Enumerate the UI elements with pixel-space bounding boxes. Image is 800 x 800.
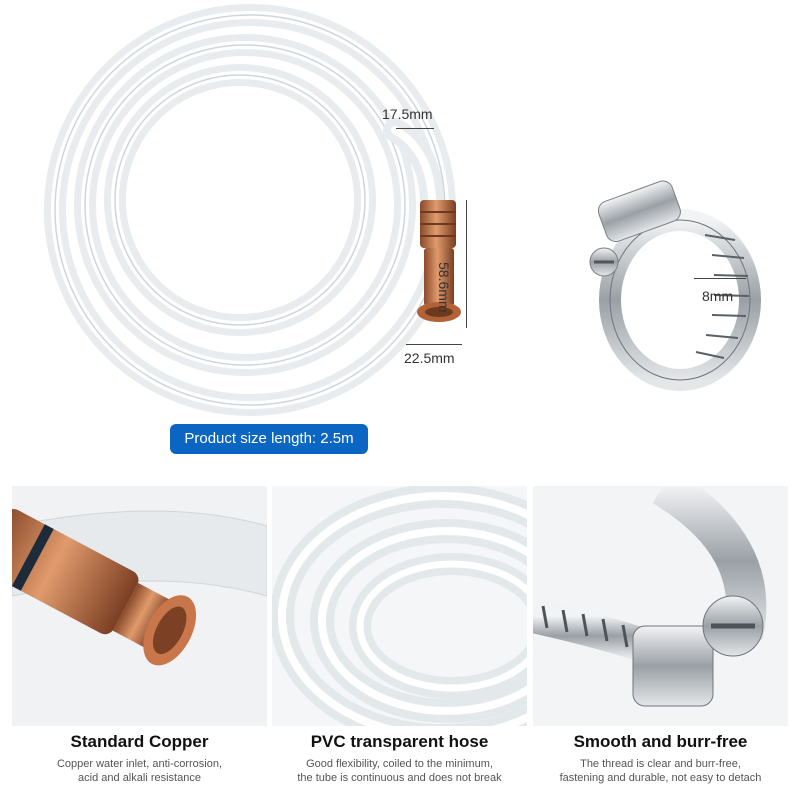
connector-diameter-label: 22.5mm	[404, 350, 455, 366]
clamp-width-line	[694, 278, 746, 279]
feature-title-pvc: PVC transparent hose	[310, 732, 489, 751]
hero-section: 17.5mm 58.6mm 22.5mm 8mm	[44, 4, 761, 416]
copper-closeup-image	[12, 486, 267, 726]
clamp-closeup-image	[533, 486, 788, 726]
tube-diameter-label: 17.5mm	[382, 106, 433, 122]
feature-title-clamp: Smooth and burr-free	[573, 732, 748, 751]
pvc-hose-image	[272, 486, 527, 726]
clamp-width-label: 8mm	[702, 288, 734, 304]
clamp-closeup-panel	[533, 486, 788, 726]
product-illustration	[44, 4, 761, 416]
copper-closeup-panel	[12, 486, 267, 726]
copper-connector	[417, 200, 461, 322]
hose-clamp	[589, 180, 761, 391]
feature-desc-clamp: The thread is clear and burr-free, faste…	[559, 758, 762, 784]
feature-desc-copper: Copper water inlet, anti-corrosion, acid…	[56, 758, 223, 784]
feature-title-copper: Standard Copper	[70, 732, 209, 751]
feature-desc-pvc: Good flexibility, coiled to the minimum,…	[297, 758, 502, 784]
connector-length-label: 58.6mm	[436, 262, 452, 313]
connector-diameter-line	[406, 344, 462, 345]
coiled-hose	[44, 4, 456, 416]
tube-diameter-line	[396, 128, 434, 129]
product-size-badge: Product size length: 2.5m	[170, 424, 368, 454]
pvc-hose-panel	[272, 486, 527, 726]
connector-length-line	[466, 200, 467, 328]
